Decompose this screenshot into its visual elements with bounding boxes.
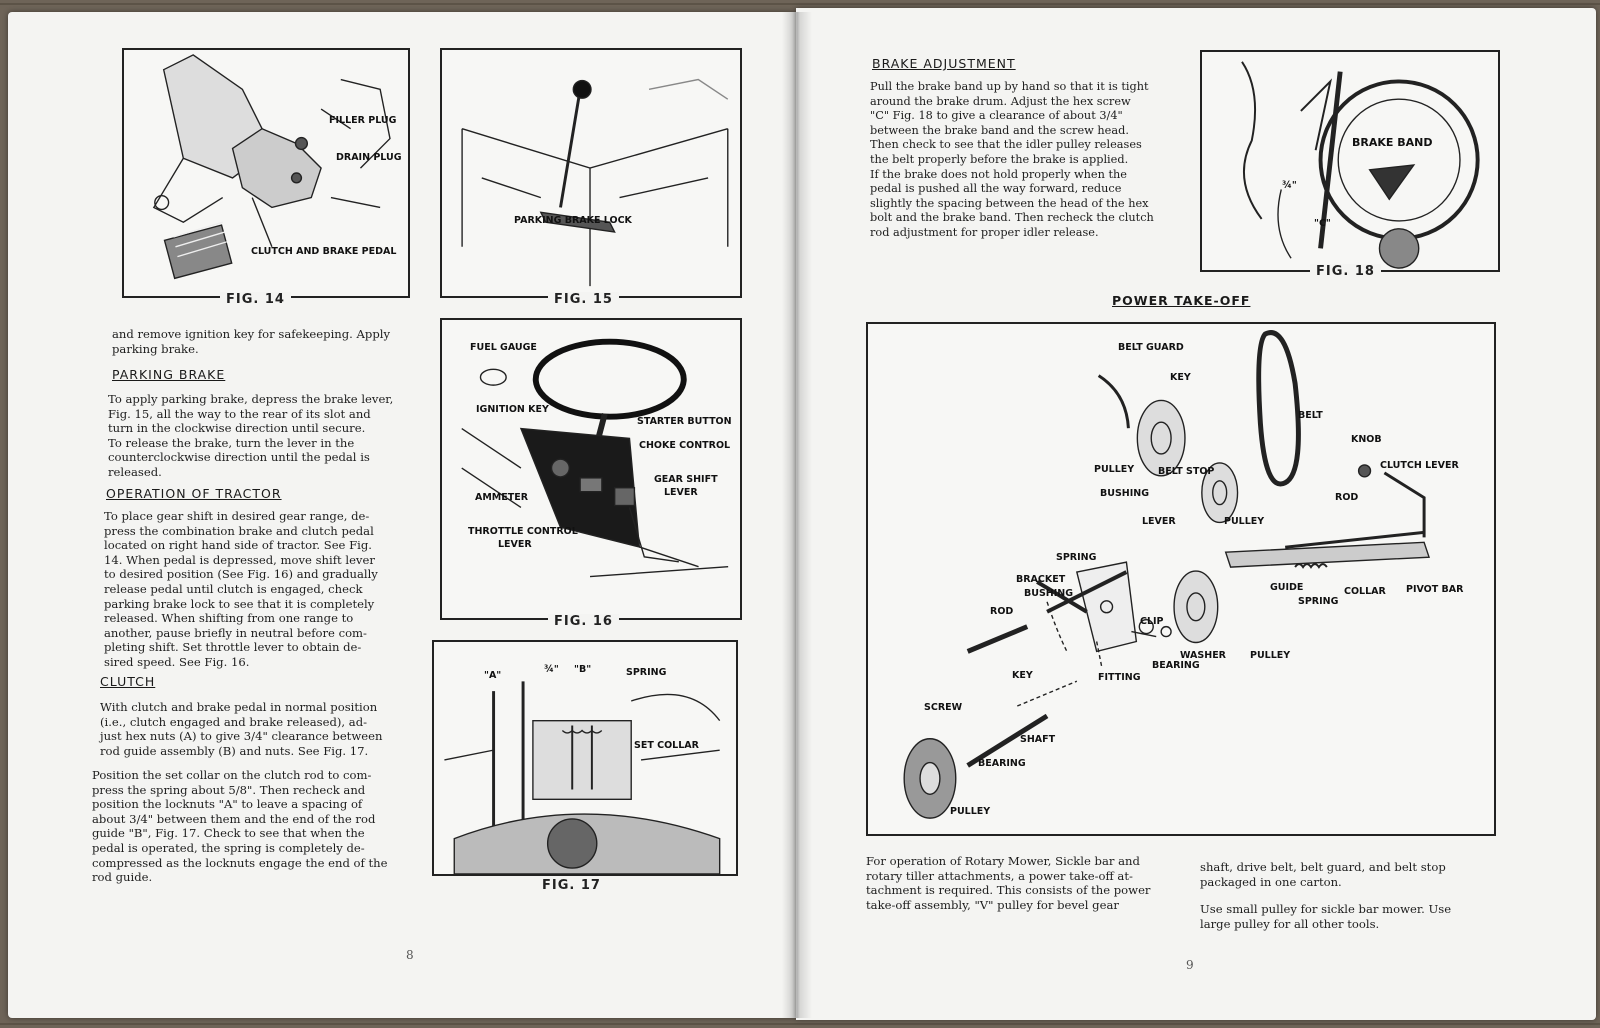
caption-fig-17: FIG. 17 xyxy=(536,878,607,893)
label-spring-1: SPRING xyxy=(1056,552,1097,563)
figure-16: FUEL GAUGE IGNITION KEY STARTER BUTTON C… xyxy=(440,318,742,620)
label-filler-plug: FILLER PLUG xyxy=(329,115,397,126)
label-gear-shift-lever: GEAR SHIFT xyxy=(654,474,718,485)
pto-text-col1: For operation of Rotary Mower, Sickle ba… xyxy=(866,854,1151,912)
clutch-text-2: Position the set collar on the clutch ro… xyxy=(92,768,388,885)
label-pulley-2: PULLEY xyxy=(1224,516,1265,527)
label-rod-1: ROD xyxy=(1335,492,1359,503)
label-fitting: FITTING xyxy=(1098,672,1141,683)
label-clutch-brake-pedal: CLUTCH AND BRAKE PEDAL xyxy=(251,246,397,257)
page-number-left: 8 xyxy=(406,948,414,962)
label-knob: KNOB xyxy=(1351,434,1382,445)
figure-15: PARKING BRAKE LOCK xyxy=(440,48,742,298)
label-set-collar: SET COLLAR xyxy=(634,740,699,751)
label-drain-plug: DRAIN PLUG xyxy=(336,152,402,163)
pto-text-col2a: shaft, drive belt, belt guard, and belt … xyxy=(1200,860,1446,889)
label-bushing-1: BUSHING xyxy=(1100,488,1150,499)
label-bearing-1: BEARING xyxy=(1152,660,1200,671)
label-c: "C" xyxy=(1314,218,1331,229)
operation-text: To place gear shift in desired gear rang… xyxy=(104,509,378,669)
label-key-top: KEY xyxy=(1170,372,1191,383)
label-a: "A" xyxy=(484,670,502,681)
label-ignition-key: IGNITION KEY xyxy=(476,404,549,415)
page-number-right: 9 xyxy=(1186,958,1194,972)
dashboard-controls-illustration xyxy=(461,338,729,578)
label-belt-stop: BELT STOP xyxy=(1158,466,1215,477)
label-belt: BELT xyxy=(1298,410,1323,421)
caption-fig-14: FIG. 14 xyxy=(220,292,291,307)
parking-brake-text: To apply parking brake, depress the brak… xyxy=(108,392,394,479)
heading-power-take-off: POWER TAKE-OFF xyxy=(1112,293,1251,308)
label-spring: SPRING xyxy=(626,667,667,678)
heading-clutch: CLUTCH xyxy=(100,674,156,689)
label-belt-guard: BELT GUARD xyxy=(1118,342,1184,353)
brake-adjustment-text: Pull the brake band up by hand so that i… xyxy=(870,80,1154,239)
label-key-bottom: KEY xyxy=(1012,670,1033,681)
label-three-quarter-18: ¾" xyxy=(1282,180,1297,191)
label-shaft: SHAFT xyxy=(1020,734,1056,745)
label-pulley-1: PULLEY xyxy=(1094,464,1135,475)
heading-operation-of-tractor: OPERATION OF TRACTOR xyxy=(106,486,282,501)
pto-text-col2b: Use small pulley for sickle bar mower. U… xyxy=(1200,902,1452,931)
caption-fig-16: FIG. 16 xyxy=(548,614,619,629)
clutch-brake-illustration xyxy=(152,54,391,280)
pto-exploded-diagram: BELT GUARD KEY BELT KNOB CLUTCH LEVER PU… xyxy=(866,322,1496,836)
label-parking-brake-lock: PARKING BRAKE LOCK xyxy=(514,215,632,226)
label-collar: COLLAR xyxy=(1344,586,1386,597)
label-screw: SCREW xyxy=(924,702,963,713)
label-throttle-control: THROTTLE CONTROL xyxy=(468,526,578,537)
caption-fig-15: FIG. 15 xyxy=(548,292,619,307)
label-guide: GUIDE xyxy=(1270,582,1304,593)
clutch-text-1: With clutch and brake pedal in normal po… xyxy=(100,700,383,758)
label-pulley-4: PULLEY xyxy=(950,806,991,817)
label-pivot-bar: PIVOT BAR xyxy=(1406,584,1464,595)
pto-parts-illustration xyxy=(903,330,1431,819)
brake-band-illustration xyxy=(1241,61,1480,269)
label-pulley-3: PULLEY xyxy=(1250,650,1291,661)
label-fuel-gauge: FUEL GAUGE xyxy=(470,342,537,353)
label-b: "B" xyxy=(574,664,592,675)
heading-brake-adjustment: BRAKE ADJUSTMENT xyxy=(872,56,1016,71)
parking-brake-illustration xyxy=(461,78,729,287)
book-gutter xyxy=(782,12,812,1018)
figure-18: BRAKE BAND ¾" "C" xyxy=(1200,50,1500,272)
label-clutch-lever: CLUTCH LEVER xyxy=(1380,460,1459,471)
figure-17: "A" ¾" "B" SPRING SET COLLAR xyxy=(432,640,738,876)
label-spring-2: SPRING xyxy=(1298,596,1339,607)
caption-fig-18: FIG. 18 xyxy=(1310,264,1381,279)
label-bushing-2: BUSHING xyxy=(1024,588,1074,599)
label-gear-shift-lever-2: LEVER xyxy=(664,487,698,498)
label-throttle-control-2: LEVER xyxy=(498,539,532,550)
label-three-quarter: ¾" xyxy=(544,664,559,675)
label-clip: CLIP xyxy=(1140,616,1164,627)
label-brake-band: BRAKE BAND xyxy=(1352,136,1433,149)
label-rod-2: ROD xyxy=(990,606,1014,617)
label-ammeter: AMMETER xyxy=(475,492,529,503)
label-choke-control: CHOKE CONTROL xyxy=(639,440,731,451)
clutch-adjustment-illustration xyxy=(444,681,721,874)
label-bracket: BRACKET xyxy=(1016,574,1066,585)
label-bearing-2: BEARING xyxy=(978,758,1026,769)
label-washer: WASHER xyxy=(1180,650,1227,661)
figure-14: FILLER PLUG DRAIN PLUG CLUTCH AND BRAKE … xyxy=(122,48,410,298)
intro-text: and remove ignition key for safekeeping.… xyxy=(112,327,391,356)
label-starter-button: STARTER BUTTON xyxy=(637,416,732,427)
label-lever: LEVER xyxy=(1142,516,1176,527)
heading-parking-brake: PARKING BRAKE xyxy=(112,367,226,382)
